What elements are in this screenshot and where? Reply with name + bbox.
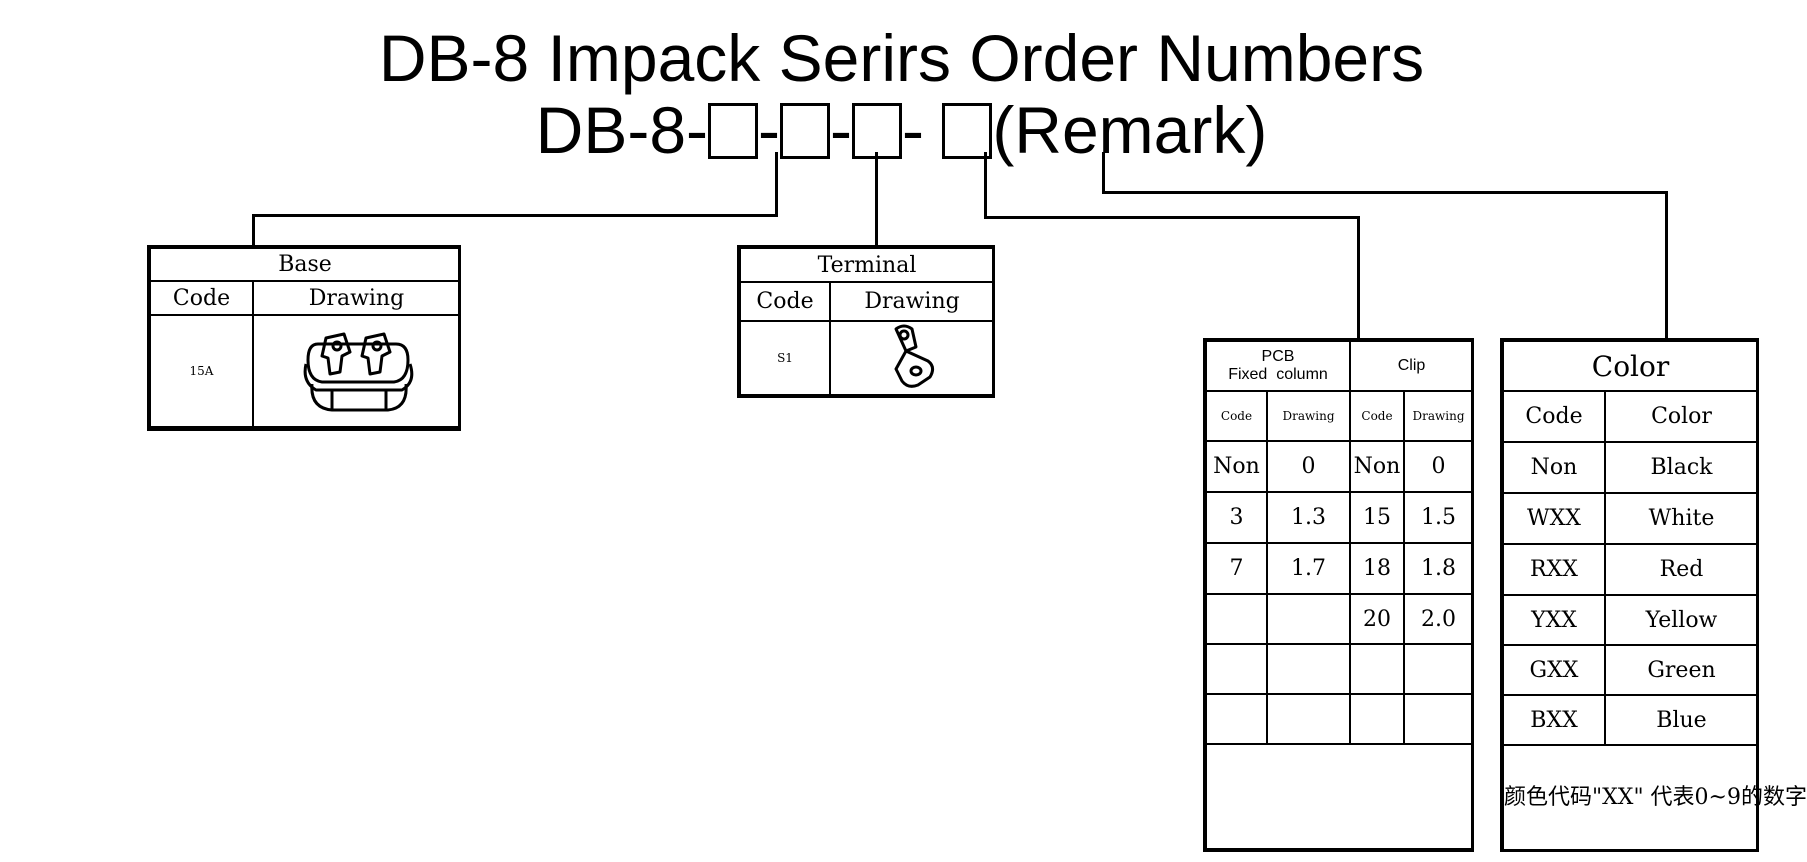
- order-sep-1: -: [758, 93, 781, 167]
- color-row-name: White: [1603, 492, 1760, 545]
- pcb-row-value: 0: [1266, 440, 1351, 493]
- socket-base-icon: [303, 332, 413, 412]
- base-table: Base Code Drawing 15A: [149, 247, 461, 428]
- page-title: DB-8 Impack Serirs Order Numbers: [378, 21, 1425, 95]
- base-col-code: Code: [149, 280, 254, 316]
- pcb-col-drawing: Drawing: [1266, 390, 1351, 442]
- terminal-table: Terminal Code Drawing S1: [738, 247, 996, 396]
- pcb-col-code: Code: [1205, 390, 1268, 442]
- pcb-row-code: [1205, 693, 1268, 745]
- base-col-drawing: Drawing: [252, 280, 461, 316]
- pcb-row-code: 7: [1205, 542, 1268, 595]
- clip-row-code: [1349, 643, 1405, 695]
- color-row-code: WXX: [1502, 492, 1606, 545]
- color-row-code: BXX: [1502, 694, 1606, 746]
- clip-col-drawing: Drawing: [1403, 390, 1474, 442]
- pcb-header: PCB Fixed column: [1205, 340, 1351, 392]
- terminal-col-drawing: Drawing: [828, 281, 996, 322]
- order-remark: (Remark): [992, 93, 1268, 167]
- clip-row-value: [1403, 643, 1474, 695]
- clip-row-value: 2.0: [1403, 593, 1474, 645]
- order-sep-2: -: [830, 93, 852, 167]
- color-row-name: Blue: [1603, 694, 1760, 746]
- order-prefix: DB-8-: [535, 93, 709, 167]
- terminal-lug-icon: [894, 324, 935, 388]
- color-row-name: Yellow: [1603, 594, 1760, 646]
- clip-row-code: Non: [1349, 440, 1405, 493]
- color-note: 颜色代码"XX" 代表0~9的数字: [1501, 744, 1807, 851]
- code-slot-2: [780, 103, 831, 159]
- clip-row-value: [1403, 693, 1474, 745]
- pcb-row-value: 1.7: [1266, 542, 1351, 595]
- color-row-code: RXX: [1502, 543, 1606, 596]
- code-slot-3: [852, 103, 902, 159]
- color-row-name: Red: [1603, 543, 1760, 596]
- clip-row-value: 1.8: [1403, 542, 1474, 595]
- color-row-name: Black: [1603, 441, 1760, 494]
- clip-row-code: [1349, 693, 1405, 745]
- clip-row-code: 18: [1349, 542, 1405, 595]
- pcb-header-line2: Fixed column: [1228, 366, 1328, 383]
- order-code-line: DB-8---- (Remark): [0, 92, 1803, 168]
- code-slot-4: [942, 103, 993, 159]
- pcb-row-code: [1205, 643, 1268, 695]
- order-sep-3: -: [902, 93, 924, 167]
- pcb-row-code: Non: [1205, 440, 1268, 493]
- color-col-code: Code: [1502, 390, 1606, 443]
- clip-row-value: 1.5: [1403, 491, 1474, 544]
- clip-row-value: 0: [1403, 440, 1474, 493]
- color-col-color: Color: [1603, 390, 1760, 443]
- clip-row-code: 15: [1349, 491, 1405, 544]
- clip-row-code: 20: [1349, 593, 1405, 645]
- base-header: Base: [149, 247, 461, 282]
- base-code-15a: 15A: [149, 314, 254, 428]
- color-table: Color Code Color Non Black WXX White RXX…: [1501, 340, 1807, 851]
- color-header: Color: [1501, 340, 1760, 392]
- code-slot-1: [708, 103, 759, 159]
- pcb-header-line1: PCB: [1261, 348, 1295, 365]
- pcb-clip-table: PCB Fixed column Clip Code Drawing Code …: [1205, 340, 1474, 850]
- pcb-row-value: [1266, 593, 1351, 645]
- base-drawing-cell: [252, 314, 461, 428]
- terminal-code-s1: S1: [739, 320, 831, 396]
- terminal-col-code: Code: [739, 281, 831, 322]
- terminal-drawing-cell: [828, 320, 996, 396]
- color-row-code: Non: [1502, 441, 1606, 494]
- clip-col-code: Code: [1349, 390, 1405, 442]
- terminal-header: Terminal: [738, 247, 996, 283]
- pcb-row-value: [1266, 643, 1351, 695]
- pcb-row-value: 1.3: [1266, 491, 1351, 544]
- pcb-row-code: [1205, 593, 1268, 645]
- color-row-name: Green: [1603, 644, 1760, 696]
- clip-header: Clip: [1349, 340, 1474, 392]
- pcb-row-code: 3: [1205, 491, 1268, 544]
- color-row-code: YXX: [1502, 594, 1606, 646]
- color-row-code: GXX: [1502, 644, 1606, 696]
- pcb-row-value: [1266, 693, 1351, 745]
- pcb-clip-footer: [1205, 743, 1474, 850]
